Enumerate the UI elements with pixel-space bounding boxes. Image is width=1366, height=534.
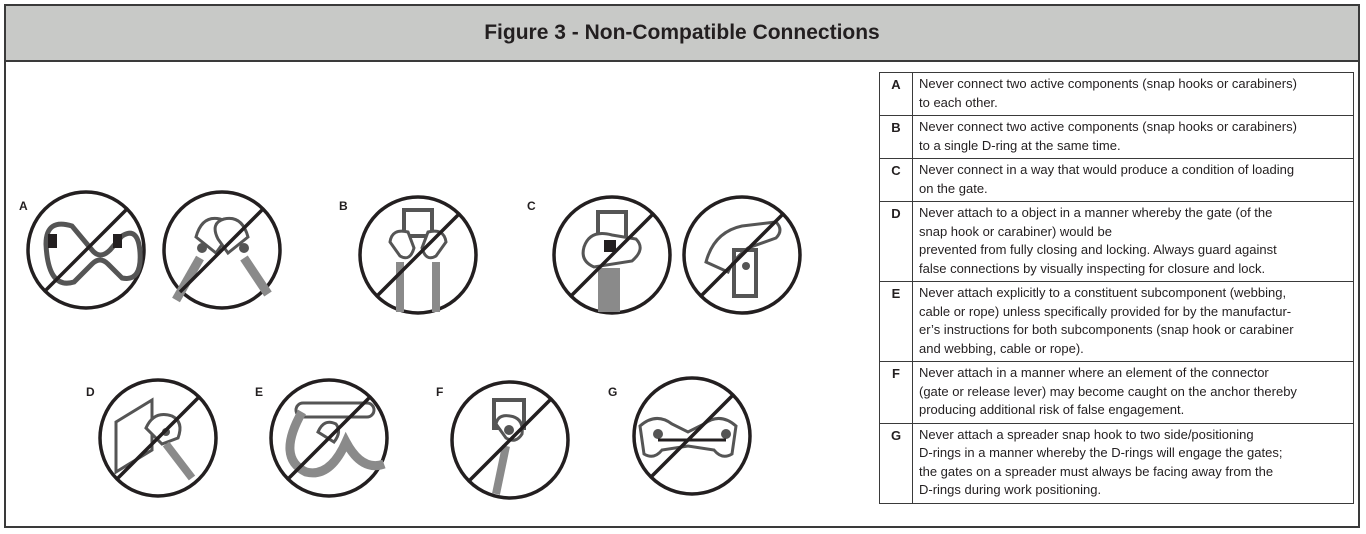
table-row: D Never attach to a object in a manner w… — [879, 201, 1354, 282]
illustrations: A B C D E F G — [19, 190, 802, 500]
rule-key: B — [879, 115, 913, 159]
figure-frame: Figure 3 - Non-Compatible Connections A … — [4, 4, 1360, 528]
label-c: C — [527, 199, 536, 213]
label-f: F — [436, 385, 443, 399]
rule-text: Never connect in a way that would produc… — [912, 158, 1354, 202]
rule-key: D — [879, 201, 913, 282]
label-b: B — [339, 199, 348, 213]
table-row: A Never connect two active components (s… — [879, 72, 1354, 116]
rule-text: Never attach a spreader snap hook to two… — [912, 422, 1354, 504]
label-d: D — [86, 385, 95, 399]
rule-text: Never attach to a object in a manner whe… — [912, 201, 1354, 282]
label-g: G — [608, 385, 617, 399]
figure-header: Figure 3 - Non-Compatible Connections — [6, 6, 1358, 62]
rule-text: Never attach explicitly to a constituent… — [912, 281, 1354, 362]
rule-key: G — [879, 422, 913, 504]
table-row: G Never attach a spreader snap hook to t… — [879, 422, 1354, 504]
rule-key: F — [879, 361, 913, 424]
rules-table: A Never connect two active components (s… — [879, 72, 1354, 504]
rule-text: Never attach in a manner where an elemen… — [912, 361, 1354, 424]
gate-obstructed-icon — [98, 378, 218, 498]
snap-hooks-hooked-icon — [162, 190, 282, 310]
table-row: C Never connect in a way that would prod… — [879, 158, 1354, 202]
hook-on-rope-icon — [269, 378, 389, 498]
rule-text: Never connect two active components (sna… — [912, 72, 1354, 116]
label-e: E — [255, 385, 263, 399]
rule-key: C — [879, 158, 913, 202]
table-row: F Never attach in a manner where an elem… — [879, 361, 1354, 424]
d-ring-two-hooks-icon — [358, 195, 478, 315]
rule-key: E — [879, 281, 913, 362]
rule-text: Never connect two active components (sna… — [912, 115, 1354, 159]
spreader-hook-icon — [632, 376, 752, 496]
table-row: B Never connect two active components (s… — [879, 115, 1354, 159]
gate-loading-icon — [552, 195, 672, 315]
hook-side-loading-icon — [682, 195, 802, 315]
label-a: A — [19, 199, 28, 213]
figure-title: Figure 3 - Non-Compatible Connections — [484, 21, 880, 44]
gate-caught-on-anchor-icon — [450, 380, 570, 500]
carabiners-linked-icon — [26, 190, 146, 310]
table-row: E Never attach explicitly to a constitue… — [879, 281, 1354, 362]
rule-key: A — [879, 72, 913, 116]
